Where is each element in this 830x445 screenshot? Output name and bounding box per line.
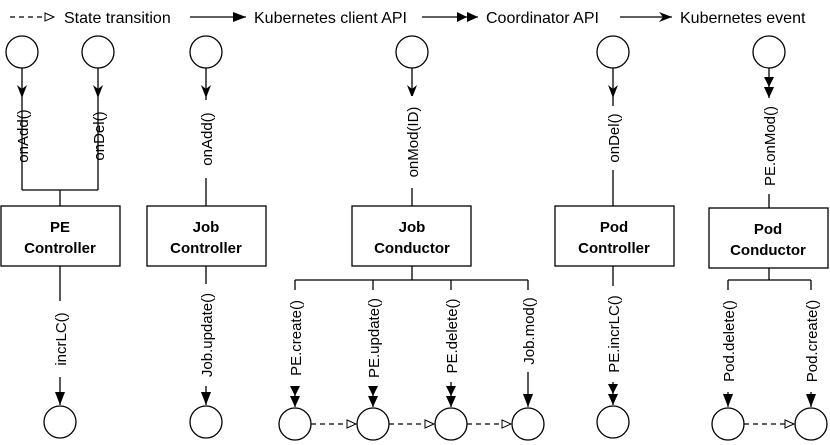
pe-controller-input-state-del [81, 35, 115, 69]
pe-controller-input-state-add [5, 35, 39, 69]
job-controller-output-state [189, 405, 223, 439]
job-conductor-title-line2: Conductor [374, 240, 450, 257]
job-controller-event-add-label: onAdd() [199, 112, 216, 165]
job-controller-title-line1: Job [193, 219, 220, 236]
pe-controller-group: onAdd() onDel() PE Controller incrLC() [0, 35, 121, 439]
pod-conductor-state-2 [794, 407, 828, 441]
job-conductor-state-2 [356, 407, 390, 441]
pod-controller-box [554, 205, 675, 267]
job-conductor-call-update-label: PE.update() [366, 298, 383, 378]
legend-state-transition-label: State transition [64, 10, 171, 27]
job-conductor-state-1 [278, 407, 312, 441]
job-controller-call-out-label: Job.update() [199, 293, 216, 377]
legend-coordinator-api-label: Coordinator API [486, 10, 599, 27]
pod-conductor-title-line2: Conductor [730, 242, 806, 259]
pod-conductor-state-1 [711, 407, 745, 441]
pod-controller-title-line2: Controller [578, 240, 650, 257]
job-conductor-input-state [395, 35, 429, 69]
pod-conductor-input-state [752, 35, 786, 69]
pod-controller-input-state [596, 35, 630, 69]
pod-conductor-group: PE.onMod() Pod Conductor Pod.delete() Po… [708, 35, 829, 441]
pe-controller-output-state [43, 405, 77, 439]
pod-controller-group: onDel() Pod Controller PE.incrLC() [554, 35, 675, 439]
pod-conductor-event-mod-label: PE.onMod() [762, 106, 779, 186]
legend-k8s-event-label: Kubernetes event [680, 10, 806, 27]
pod-controller-event-del-label: onDel() [606, 113, 623, 162]
job-conductor-call-mod-label: Job.mod() [521, 297, 538, 365]
job-controller-input-state [189, 35, 223, 69]
job-conductor-event-mod-label: onMod(ID) [405, 107, 422, 178]
job-conductor-call-delete-label: PE.delete() [444, 298, 461, 373]
job-conductor-state-4 [511, 407, 545, 441]
pod-controller-output-state [596, 405, 630, 439]
job-controller-group: onAdd() Job Controller Job.update() [146, 35, 267, 439]
pe-controller-title-line2: Controller [24, 240, 96, 257]
job-conductor-title-line1: Job [399, 219, 426, 236]
pe-controller-title-line1: PE [50, 219, 70, 236]
job-controller-title-line2: Controller [170, 240, 242, 257]
pod-controller-call-out-label: PE.incrLC() [606, 295, 623, 373]
pe-controller-box [0, 205, 121, 267]
pe-controller-call-out-label: incrLC() [53, 312, 70, 365]
job-conductor-box [351, 205, 472, 267]
legend: State transition Kubernetes client API C… [10, 10, 806, 27]
pod-controller-title-line1: Pod [600, 219, 628, 236]
pe-controller-event-add-label: onAdd() [15, 109, 32, 162]
pod-conductor-call-delete-label: Pod.delete() [721, 300, 738, 382]
pod-conductor-title-line1: Pod [754, 221, 782, 238]
pe-controller-event-del-label: onDel() [91, 111, 108, 160]
pod-conductor-box [708, 207, 829, 269]
job-conductor-group: onMod(ID) Job Conductor PE.create() PE.u… [278, 35, 545, 441]
legend-k8s-client-api-label: Kubernetes client API [254, 10, 407, 27]
job-conductor-state-3 [434, 407, 468, 441]
pod-conductor-call-create-label: Pod.create() [804, 300, 821, 383]
job-controller-box [146, 205, 267, 267]
job-conductor-call-create-label: PE.create() [288, 300, 305, 376]
